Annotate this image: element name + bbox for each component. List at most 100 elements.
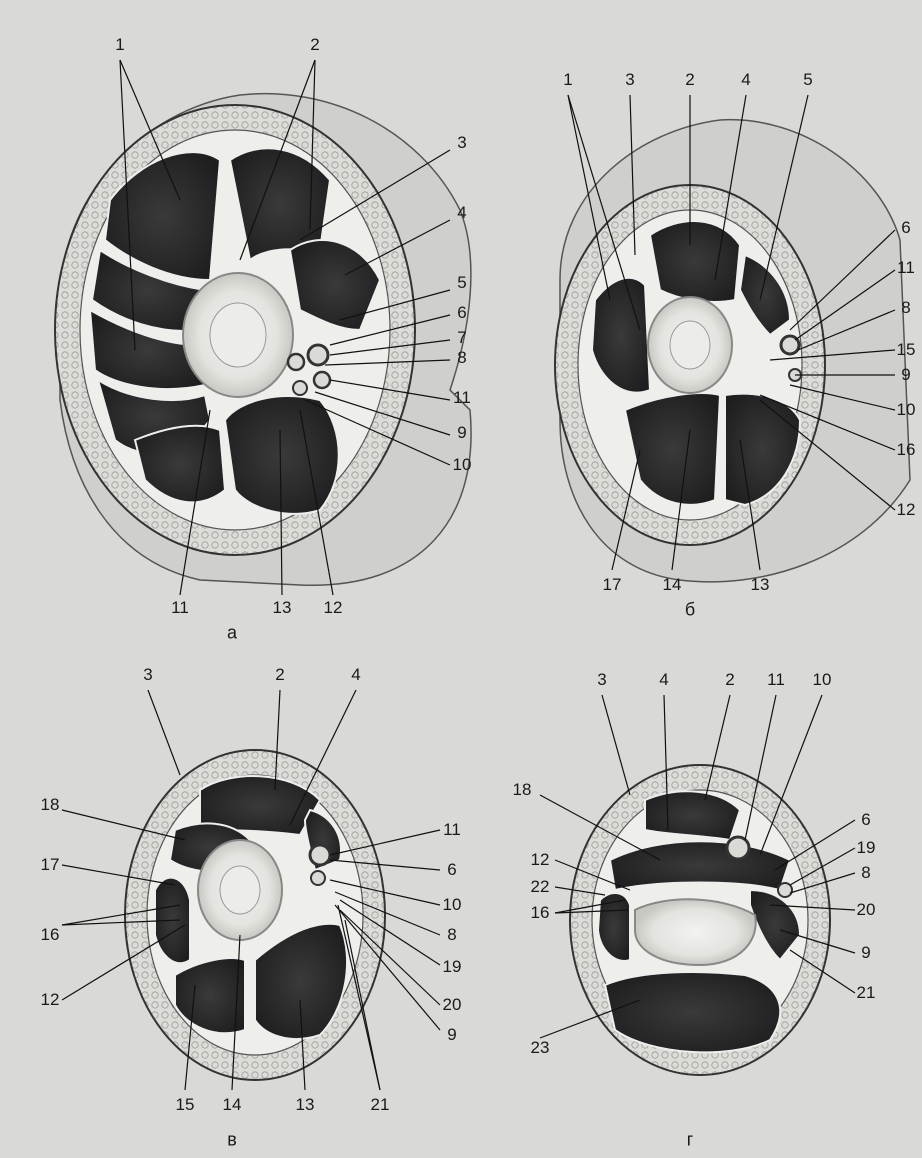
panel-v-label: 4	[351, 665, 361, 684]
panel-g-label: 12	[530, 850, 550, 869]
panel-g-label: 20	[856, 900, 876, 919]
panel-v-label: 12	[40, 990, 60, 1009]
panel-a-label: 11	[453, 388, 471, 407]
panel-b-label: 4	[741, 70, 751, 89]
panel-a-section	[54, 59, 472, 596]
panel-b-label: 15	[896, 340, 916, 359]
panel-v-label: 20	[442, 995, 462, 1014]
panel-g-letter: г	[686, 1129, 694, 1150]
panel-g-label: 16	[530, 903, 550, 922]
panel-a-label: 11	[171, 598, 189, 617]
panel-a-label: 9	[457, 423, 467, 442]
panel-g-label: 2	[725, 670, 735, 689]
panel-b-label: 5	[803, 70, 813, 89]
panel-g-muscle	[603, 971, 782, 1054]
panel-v-label: 18	[40, 795, 60, 814]
panel-a-label: 8	[457, 348, 467, 367]
panel-g-label: 6	[861, 810, 871, 829]
panel-v-label: 10	[442, 895, 462, 914]
panel-a-vessel	[292, 380, 308, 396]
panel-v-label: 15	[175, 1095, 195, 1114]
panel-v-label: 9	[447, 1025, 457, 1044]
panel-a-leader-lines	[119, 59, 451, 596]
panel-a-label: 6	[457, 303, 467, 322]
panel-b-muscle	[648, 220, 742, 303]
panel-b-label: 1	[563, 70, 573, 89]
panel-b-muscle	[590, 276, 652, 394]
panel-g-label: 18	[512, 780, 532, 799]
panel-a-muscle	[223, 395, 340, 515]
panel-a-label: 7	[457, 328, 467, 347]
panel-b-label: 9	[901, 365, 911, 384]
panel-b-label: 6	[901, 218, 911, 237]
panel-g-muscle	[644, 790, 742, 842]
panel-b-label: 17	[602, 575, 622, 594]
panel-b-muscle	[623, 392, 722, 506]
panel-b-label: 10	[896, 400, 916, 419]
panel-v-letter: в	[227, 1129, 237, 1150]
panel-a-label: 12	[323, 598, 343, 617]
panel-a-muscle	[103, 151, 222, 282]
panel-g-vessel	[777, 882, 793, 898]
panel-g-label: 21	[856, 983, 876, 1002]
panel-a-vessel	[312, 370, 332, 390]
panel-v-label: 8	[447, 925, 457, 944]
panel-b-section	[554, 94, 911, 583]
panel-b-label: 8	[901, 298, 911, 317]
panel-a-muscle	[133, 424, 227, 504]
panel-g-label: 3	[597, 670, 607, 689]
panel-a-vessel	[286, 352, 306, 372]
panel-b-vessel	[779, 334, 801, 356]
panel-a-label: 2	[310, 35, 320, 54]
panel-g-label: 9	[861, 943, 871, 962]
panel-g-section	[539, 694, 856, 1076]
panel-a-label: 10	[452, 455, 472, 474]
panel-b-label: 12	[896, 500, 916, 519]
panel-v-label: 11	[443, 820, 461, 839]
panel-a-muscle	[288, 239, 382, 332]
panel-b-muscle	[738, 253, 792, 337]
panel-a-label: 5	[457, 273, 467, 292]
panel-g-label: 11	[767, 670, 785, 689]
panel-a-label: 3	[457, 133, 467, 152]
panel-a-vessel	[306, 343, 330, 367]
panel-a-label: 4	[457, 203, 467, 222]
panel-g-label: 4	[659, 670, 669, 689]
panel-v-section	[61, 689, 441, 1091]
panel-v-muscle	[254, 922, 349, 1040]
panel-b-label: 16	[896, 440, 916, 459]
panel-b-leader-lines	[567, 94, 896, 571]
panel-a-label: 13	[272, 598, 292, 617]
panel-b-label: 14	[662, 575, 682, 594]
panel-b-label: 2	[685, 70, 695, 89]
panel-v-label: 14	[222, 1095, 242, 1114]
panel-g-vessel	[725, 835, 751, 861]
panel-b-letter: б	[684, 599, 696, 620]
panel-v-label: 19	[442, 957, 462, 976]
panel-g-label: 19	[856, 838, 876, 857]
panel-g-leader-lines	[539, 694, 856, 1039]
panel-g-label: 22	[530, 877, 550, 896]
panel-g-label: 23	[530, 1038, 550, 1057]
panel-v-label: 16	[40, 925, 60, 944]
panel-v-vessel	[308, 843, 332, 867]
panel-v-label: 17	[40, 855, 60, 874]
panel-a-muscle	[228, 147, 332, 262]
panel-b-label: 11	[897, 258, 915, 277]
panel-v-label: 6	[447, 860, 457, 879]
panel-a-label: 1	[115, 35, 125, 54]
panel-v-leader-lines	[61, 689, 441, 1091]
panel-a-letter: а	[226, 622, 238, 643]
panel-v-vessel	[310, 870, 326, 886]
panel-v-label: 3	[143, 665, 153, 684]
panel-g-label: 10	[812, 670, 832, 689]
panel-v-label: 21	[370, 1095, 390, 1114]
panel-b-label: 13	[750, 575, 770, 594]
panel-v-label: 13	[295, 1095, 315, 1114]
panel-b-muscle	[724, 392, 802, 507]
panel-g-bone	[634, 898, 757, 967]
panel-b-label: 3	[625, 70, 635, 89]
panel-g-label: 8	[861, 863, 871, 882]
panel-v-label: 2	[275, 665, 285, 684]
